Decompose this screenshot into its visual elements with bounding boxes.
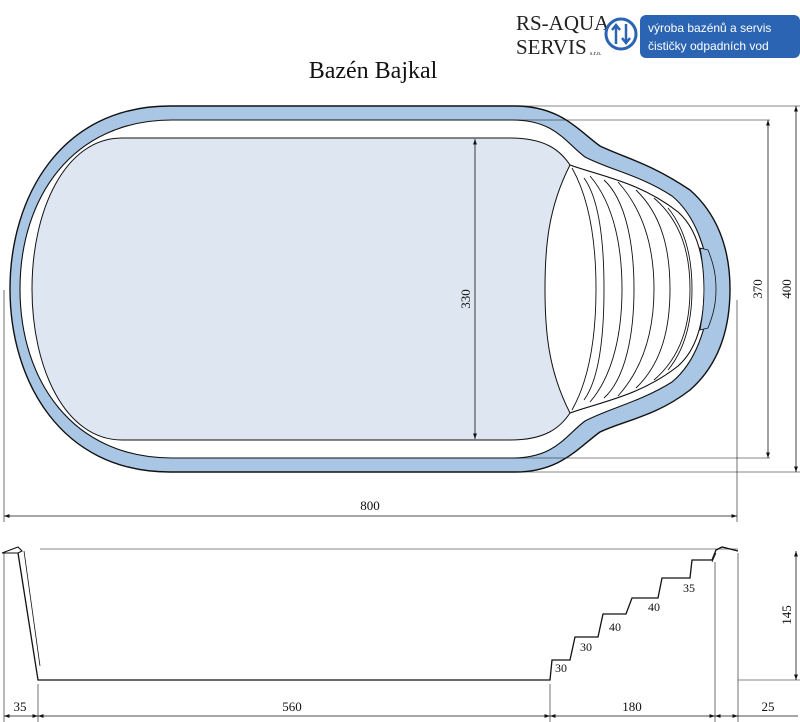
dim-width-370: 370 [750,279,765,299]
logo-tagline-box [640,15,800,58]
logo-tagline-1: výroba bazénů a servis [648,21,771,35]
dim-floor: 560 [282,699,302,714]
dim-left-wall: 35 [14,699,27,714]
page-title: Bazén Bajkal [309,58,438,84]
section-dimensions: 145 35 560 180 25 [3,551,800,722]
pool-section-profile [17,546,739,681]
dim-width-400: 400 [779,279,794,299]
dim-stairs: 180 [622,699,642,714]
step-label-4: 40 [648,600,660,614]
logo-line-2: SERVIS [516,35,587,59]
dim-depth: 145 [779,605,794,625]
logo-line-1: RS-AQUA [516,11,610,35]
step-label-5: 35 [683,581,695,595]
water-arrows-icon [604,17,638,51]
step-label-3: 40 [609,620,621,634]
plan-dimensions: 330 370 400 800 [3,105,800,522]
step-label-1: 30 [555,661,567,675]
logo-suffix: s.r.o. [590,51,602,57]
company-logo: RS-AQUA SERVIS s.r.o. výroba bazénů a se… [516,11,800,59]
pool-section-view: 30 30 40 40 35 [1,546,739,681]
pool-stairs-plan [544,164,717,414]
logo-tagline-2: čističky odpadních vod [648,39,769,53]
step-label-2: 30 [580,640,592,654]
dim-inner-width: 330 [458,289,473,309]
dim-length: 800 [360,498,380,513]
dim-right-wall: 25 [762,699,775,714]
pool-plan-view [9,105,731,473]
